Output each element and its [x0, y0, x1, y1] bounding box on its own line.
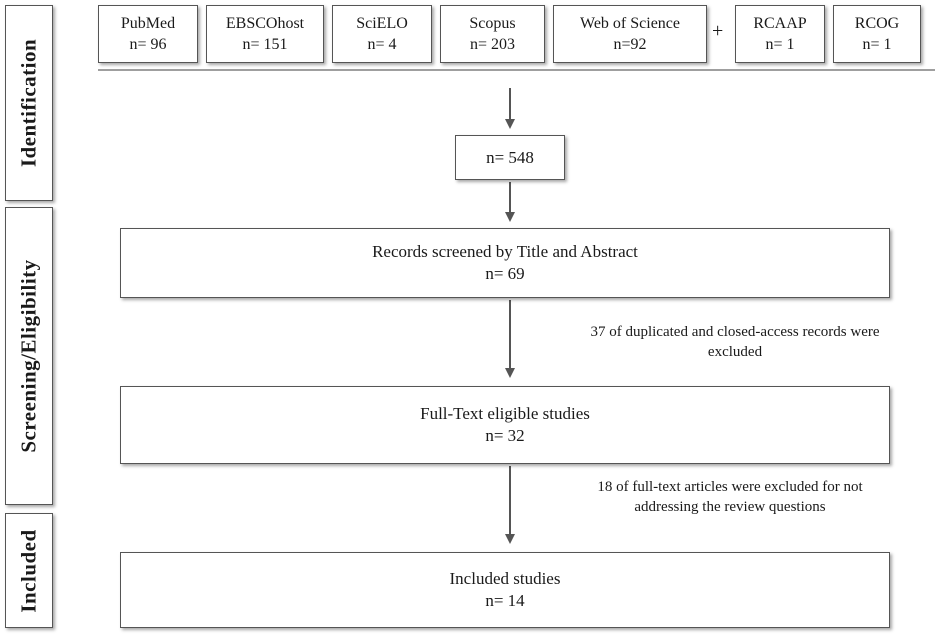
source-name: PubMed: [120, 15, 176, 32]
screened-count: n= 69: [485, 264, 525, 283]
source-box-pubmed: PubMed n= 96: [98, 5, 198, 63]
source-name: Scopus: [469, 15, 516, 32]
source-count: n= 96: [129, 36, 167, 53]
included-count: n= 14: [485, 591, 525, 610]
plus-sign: +: [712, 20, 724, 42]
phase-included: Included: [5, 513, 53, 628]
source-name: RCAAP: [753, 15, 807, 32]
included-title: Included studies: [449, 569, 561, 588]
fulltext-title: Full-Text eligible studies: [420, 404, 590, 423]
phase-screening: Screening/Eligibility: [5, 207, 53, 505]
total-records-box: n= 548: [455, 135, 565, 180]
source-count: n= 1: [862, 36, 892, 53]
included-studies-box: Included studies n= 14: [120, 552, 890, 628]
exclusion-note-2: 18 of full-text articles were excluded f…: [545, 477, 915, 517]
exclusion-note-1-line1: 37 of duplicated and closed-access recor…: [590, 324, 880, 340]
exclusion-note-2-line2: addressing the review questions: [634, 499, 826, 515]
source-name: EBSCOhost: [225, 15, 305, 32]
source-name: RCOG: [854, 15, 900, 32]
source-box-rcog: RCOG n= 1: [833, 5, 921, 63]
source-count: n=92: [613, 36, 647, 53]
exclusion-note-1-line2: excluded: [707, 344, 763, 360]
source-name: Web of Science: [580, 15, 680, 32]
screened-title: Records screened by Title and Abstract: [372, 242, 638, 261]
source-count: n= 151: [242, 36, 288, 53]
exclusion-note-2-line1: 18 of full-text articles were excluded f…: [597, 479, 863, 495]
source-box-ebscohost: EBSCOhost n= 151: [206, 5, 324, 63]
source-box-scopus: Scopus n= 203: [440, 5, 545, 63]
source-name: SciELO: [356, 15, 408, 32]
phase-identification: Identification: [5, 5, 53, 201]
total-count: n= 548: [486, 147, 534, 167]
source-box-rcaap: RCAAP n= 1: [735, 5, 825, 63]
source-box-scielo: SciELO n= 4: [332, 5, 432, 63]
source-box-web-of-science: Web of Science n=92: [553, 5, 707, 63]
fulltext-count: n= 32: [485, 426, 525, 445]
source-count: n= 1: [765, 36, 795, 53]
source-count: n= 203: [469, 36, 516, 53]
fulltext-eligible-box: Full-Text eligible studies n= 32: [120, 386, 890, 464]
screened-records-box: Records screened by Title and Abstract n…: [120, 228, 890, 298]
exclusion-note-1: 37 of duplicated and closed-access recor…: [545, 322, 925, 362]
source-count: n= 4: [367, 36, 397, 53]
